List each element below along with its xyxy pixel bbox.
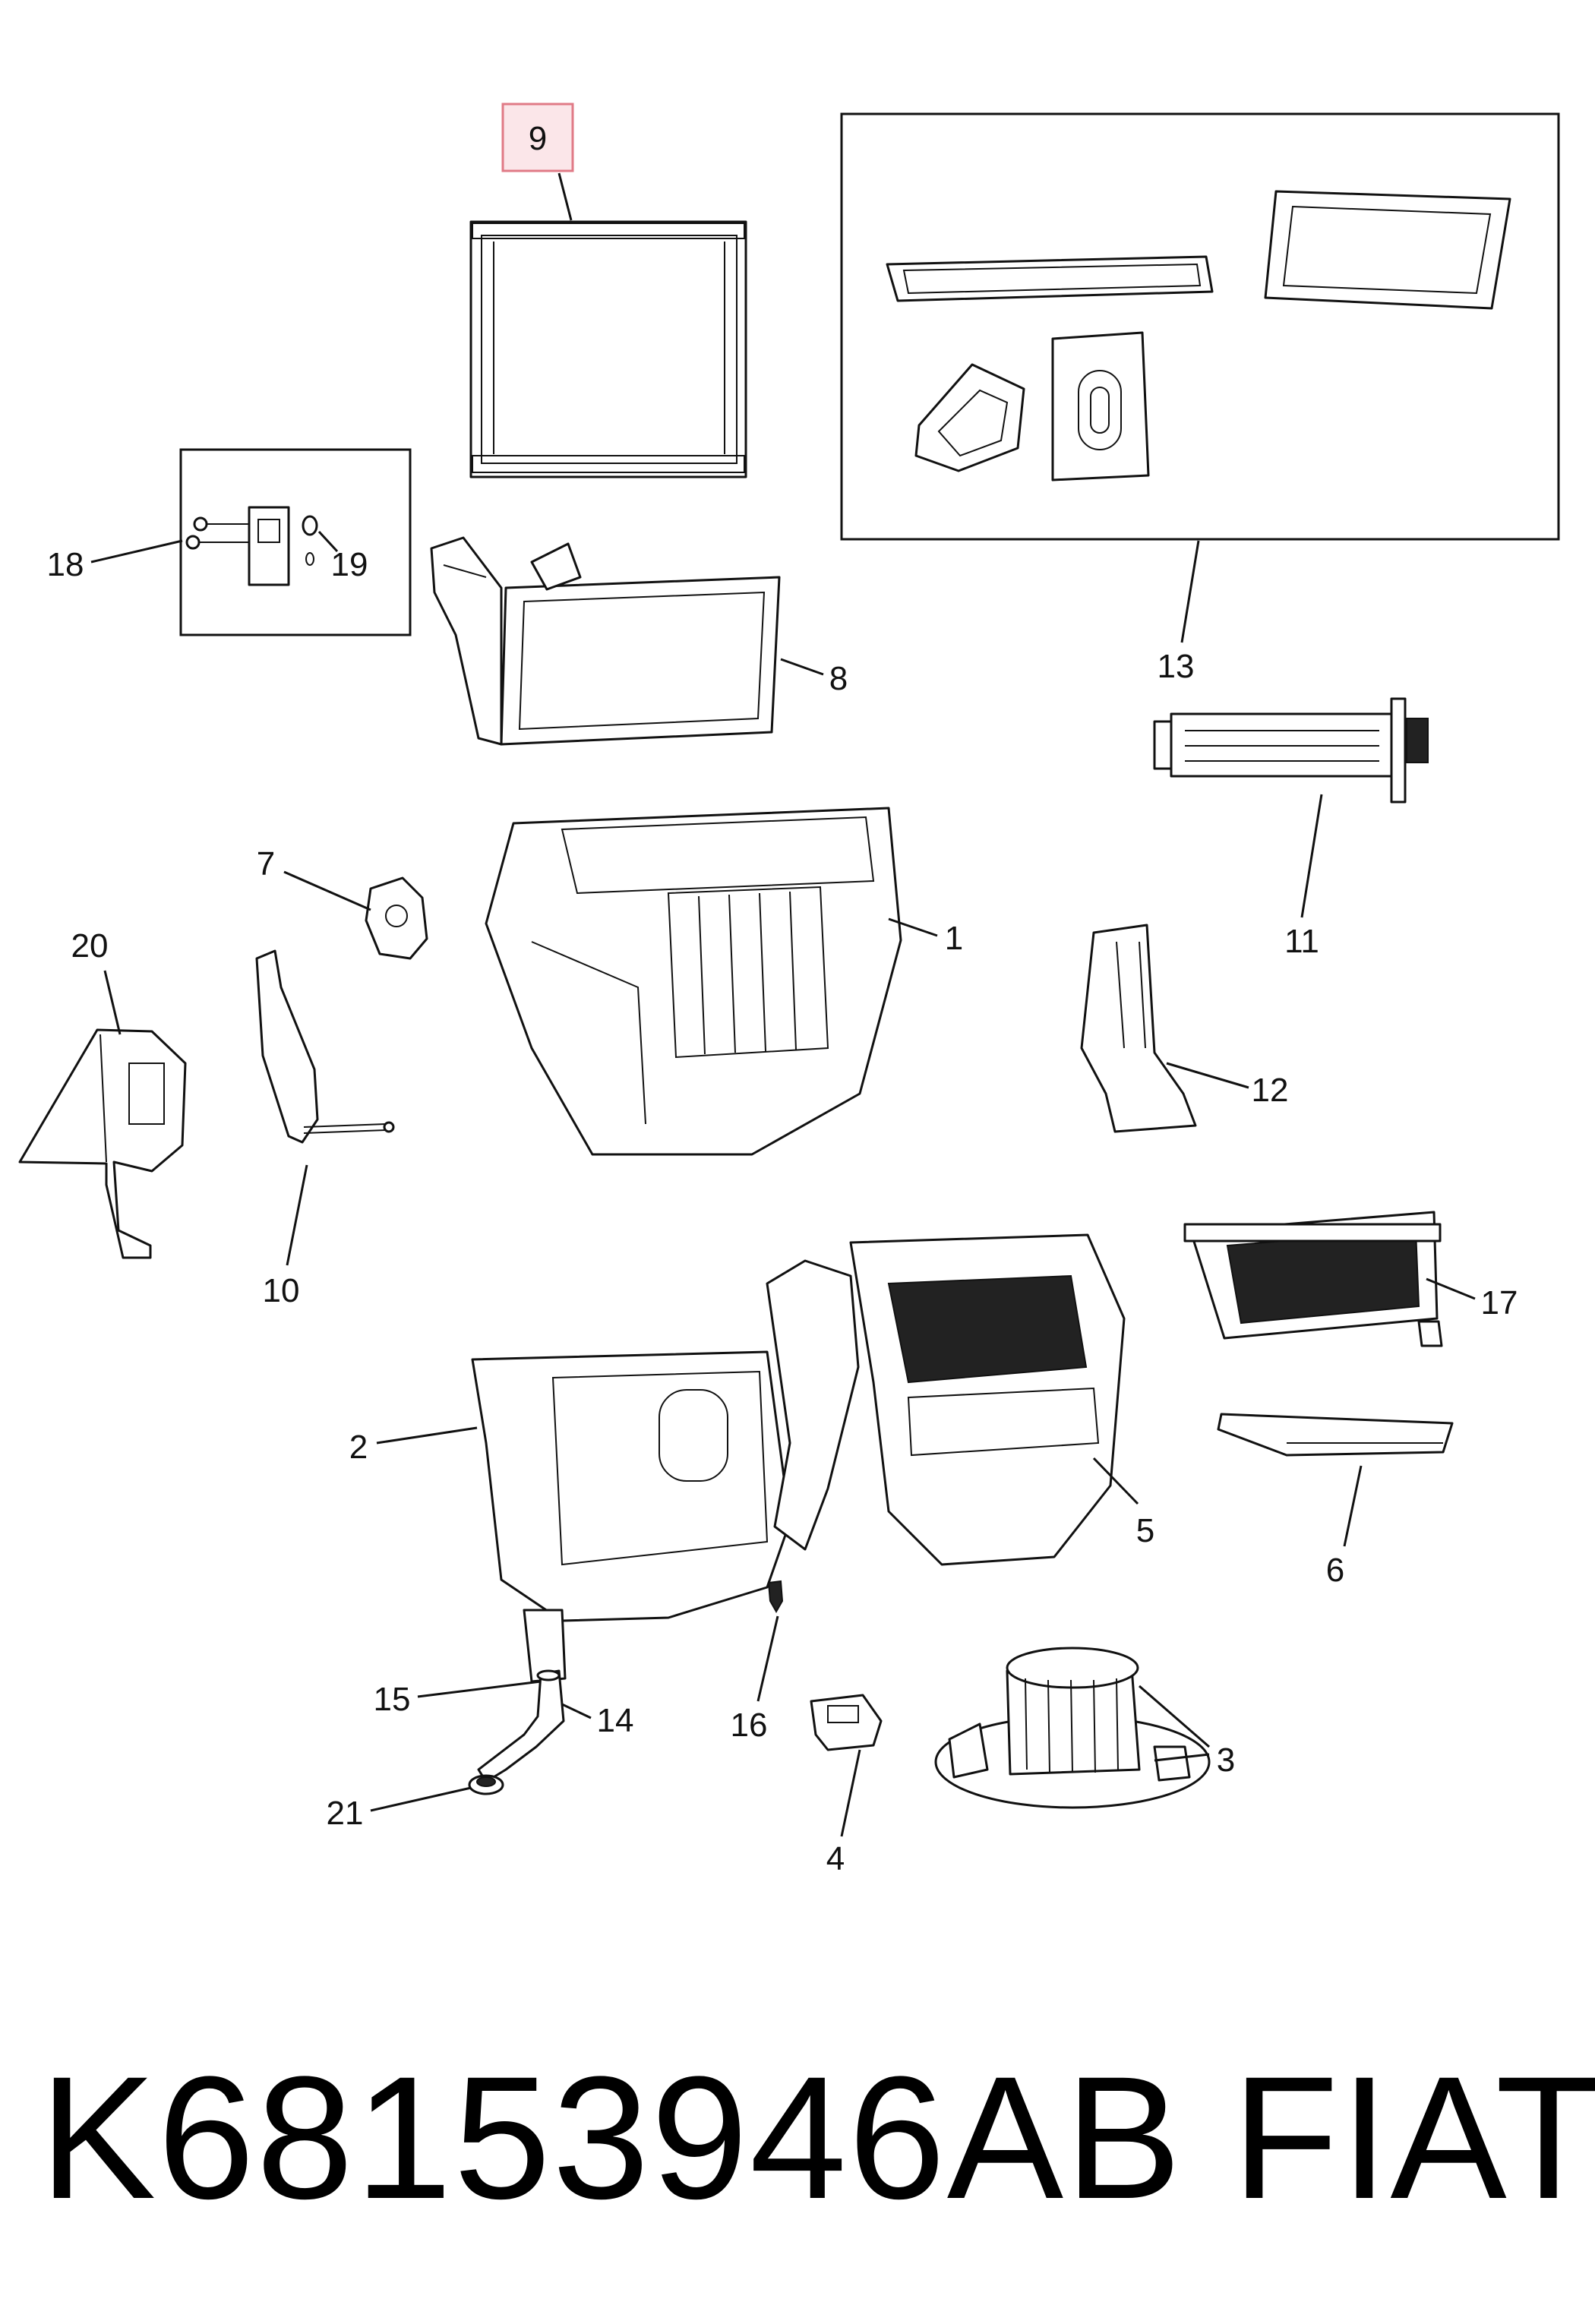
callout-3: 3 (1217, 1741, 1235, 1779)
part-9-evaporator (469, 220, 747, 478)
leader-3a (1139, 1685, 1210, 1748)
leader-13 (1180, 540, 1200, 643)
part-5-blower-housing (766, 1233, 1126, 1566)
callout-8: 8 (829, 660, 848, 697)
callout-15: 15 (374, 1681, 411, 1718)
part-8-heater-core (430, 536, 781, 746)
part-13-seal-strip (886, 255, 1214, 302)
leader-14 (561, 1703, 592, 1719)
leader-4 (840, 1749, 861, 1837)
callout-19: 19 (331, 546, 368, 583)
callout-11: 11 (1284, 923, 1319, 960)
leader-7 (283, 870, 371, 911)
callout-7: 7 (257, 845, 275, 883)
callout-10: 10 (263, 1272, 300, 1309)
part-13-gasket (1051, 331, 1150, 482)
leader-12 (1166, 1062, 1249, 1089)
part-number: K68153946AB (39, 2040, 1183, 2235)
callout-12: 12 (1252, 1072, 1289, 1109)
leader-2 (376, 1426, 478, 1445)
callout-5: 5 (1136, 1512, 1154, 1549)
callout-1: 1 (945, 920, 963, 957)
part-7-actuator (365, 876, 428, 960)
part-12-duct (1080, 924, 1197, 1133)
callout-9-highlight-box[interactable] (501, 103, 574, 172)
leader-15 (417, 1680, 542, 1698)
part-2-lower-housing (471, 1350, 791, 1683)
callout-20: 20 (71, 927, 109, 965)
part-21-plug (468, 1774, 504, 1795)
leader-3b (1154, 1753, 1210, 1762)
part-13-frame-seal (1264, 190, 1511, 310)
callout-14: 14 (597, 1702, 634, 1739)
part-17-filter-door (1183, 1211, 1443, 1347)
leader-10 (286, 1164, 308, 1266)
part-3-blower-motor (934, 1647, 1211, 1809)
callout-13: 13 (1158, 648, 1195, 685)
leader-1 (888, 917, 938, 937)
leader-16 (756, 1615, 779, 1702)
callout-17: 17 (1481, 1284, 1518, 1321)
leader-17 (1426, 1277, 1476, 1300)
kit-13-box (840, 112, 1560, 541)
leader-11 (1300, 794, 1323, 918)
callout-6: 6 (1326, 1552, 1344, 1589)
part-1-upper-housing (485, 807, 902, 1156)
part-10-sensor-bracket (255, 949, 395, 1144)
callout-18: 18 (47, 546, 84, 583)
leader-8 (780, 658, 824, 676)
part-14-15-drain-hose (477, 1669, 565, 1783)
part-4-resistor (810, 1694, 883, 1751)
part-20-actuator (18, 1028, 187, 1259)
callout-21: 21 (327, 1795, 364, 1832)
callout-2: 2 (349, 1429, 368, 1466)
leader-19 (317, 530, 339, 553)
leader-18 (90, 539, 183, 564)
leader-9 (557, 172, 573, 221)
leader-6 (1343, 1465, 1363, 1547)
part-18-expansion-valve (185, 506, 290, 586)
callout-9: 9 (529, 120, 547, 157)
part-11-ptc-heater (1153, 697, 1429, 804)
part-19-o-ring (302, 515, 318, 566)
callout-16: 16 (731, 1707, 768, 1744)
leader-5 (1092, 1457, 1139, 1505)
brand-name: FIAT (1232, 2040, 1595, 2235)
part-6-cabin-filter (1217, 1413, 1454, 1457)
part-16-fastener (767, 1580, 784, 1614)
part-13-clip (914, 363, 1025, 472)
callout-4: 4 (826, 1840, 845, 1877)
leader-20 (103, 970, 122, 1035)
leader-21 (370, 1786, 472, 1812)
